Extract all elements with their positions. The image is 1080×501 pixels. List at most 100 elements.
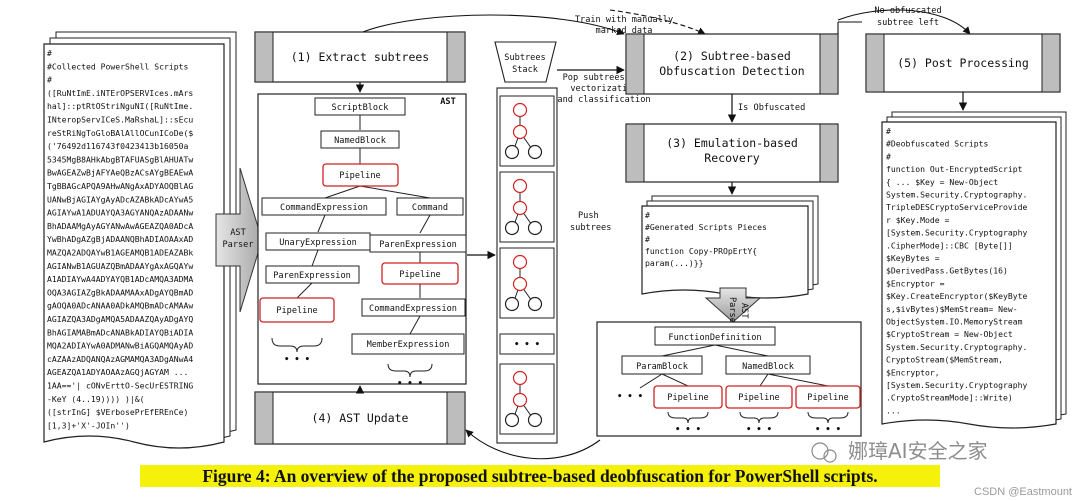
deobfuscated-script-line: System.Security.Cryptography. xyxy=(886,190,1027,200)
generated-pieces-doc: ##Generated Scripts Pieces#function Copy… xyxy=(641,195,819,299)
ast-panel: AST ScriptBlock NamedBlock Pipeline Comm… xyxy=(257,93,467,389)
ast-parser-label-1: AST xyxy=(230,228,246,238)
stack-items xyxy=(499,95,555,435)
ast-parser-arrow-2: AST Parser xyxy=(704,287,762,328)
collected-script-line: ('76492d116743f0423413b16050a xyxy=(47,141,188,151)
collected-script-line: ([strInG] $VErbosePrEfEREnCe) xyxy=(47,407,188,417)
collected-script-line: 5345MgB8AHkAbgBTAFUASgBlAHUATw xyxy=(47,154,193,164)
deobfuscated-script-line: s,$ivBytes)$MemStream= New- xyxy=(886,304,1018,314)
subtree-node xyxy=(512,276,528,292)
collected-script-line: BhAGIAMABmADcANABkADIAYQBiADIA xyxy=(47,327,193,337)
ast-parser-label-2: Parser xyxy=(222,240,253,250)
deobfuscated-script-line: .CryptoStreamMode]::Write) xyxy=(886,393,1013,403)
train-label-1: Train with manually xyxy=(575,15,673,25)
deobfuscated-script-line: $Key.CreateEncryptor($KeyByte xyxy=(886,291,1027,301)
stage-emulation-title-2: Recovery xyxy=(704,151,759,165)
collected-script-line: #Collected PowerShell Scripts xyxy=(47,61,188,71)
subtree-node xyxy=(527,220,543,236)
deobfuscated-script-line: r $Key.Mode = xyxy=(886,215,949,225)
collected-script-line: OQA3AGIAZgBkADAAMAAxADgAYQBmAD xyxy=(47,287,193,297)
collected-script-line: A1ADIAYwA4ADYAYQB1ADcAMQA3ADMA xyxy=(47,274,193,284)
collected-script-line: INteropServICeS.MaRshaL]::sEcu xyxy=(47,115,193,125)
stack-label-2: Stack xyxy=(512,65,539,75)
stage-ast-update: (4) AST Update xyxy=(254,391,466,445)
no-obf-label-1: No obfuscated xyxy=(874,6,941,16)
pop-label-1: Pop subtrees for xyxy=(563,73,646,83)
deobfuscated-scripts-doc: ##Deobfuscated Scripts#function Out-Encr… xyxy=(881,111,1067,429)
deobfuscated-scripts-text: ##Deobfuscated Scripts#function Out-Encr… xyxy=(886,126,1027,415)
generated-pieces-text: ##Generated Scripts Pieces#function Copy… xyxy=(645,210,767,268)
pop-label-2: vectorization xyxy=(570,84,637,94)
ast-node-command-expression-2: CommandExpression xyxy=(369,304,457,314)
subtree-node xyxy=(504,412,520,428)
stage-extract-subtrees: (1) Extract subtrees xyxy=(254,31,466,83)
stage-detection-title-1: (2) Subtree-based xyxy=(673,49,791,63)
gen-node-function-definition: FunctionDefinition xyxy=(668,333,761,343)
collected-script-line: hal]::ptRtOStriNguNI([RuNtIme. xyxy=(47,101,193,111)
ast-parser2-label-2: Parser xyxy=(727,297,737,328)
collected-script-line: 1AA=='| cONvErttO-SecUrESTRING xyxy=(47,381,193,391)
collected-script-line: AGIANwB1AGUAZQBmADAAYgAxAGQAYw xyxy=(47,261,193,271)
deobfuscated-script-line: CryptoStream($MemStream, xyxy=(886,355,1003,365)
collected-script-line: AGIAYwA1ADUAYQA3AGYANQAzADAANw xyxy=(47,208,193,218)
deobfuscated-script-line: $DerivedPass.GetBytes(16) xyxy=(886,266,1008,276)
generated-piece-line: # xyxy=(645,210,650,220)
stage-post-processing: (5) Post Processing xyxy=(865,33,1061,93)
stage-emulation-recovery: (3) Emulation-based Recovery xyxy=(625,123,839,183)
stacked-subtree-icon xyxy=(499,363,555,435)
subtrees-stack: Subtrees Stack • • • xyxy=(494,41,558,444)
collected-script-line: MQA2ADIAYwA0ADMANwBiAGQAMQAyAD xyxy=(47,341,193,351)
is-obfuscated-label: Is Obfuscated xyxy=(738,103,805,113)
deobfuscated-script-line: $Encryptor, xyxy=(886,367,940,377)
collected-script-line: [1,3]+'X'-JOIn'') xyxy=(47,420,130,430)
ast-node-command: Command xyxy=(412,203,448,213)
ast-parser2-label-1: AST xyxy=(739,303,749,319)
gen-dots-3: • • • xyxy=(815,425,841,435)
deobfuscated-script-line: $KeyBytes = xyxy=(886,253,940,263)
stacked-subtree-icon xyxy=(499,171,555,243)
collected-script-line: cAZAAzADQANQAzAGMAMQA3ADgANwA4 xyxy=(47,354,193,364)
ast-dots-right: • • • xyxy=(397,379,423,389)
deobfuscated-script-line: ... xyxy=(886,405,901,415)
stage-detection-title-2: Obfuscation Detection xyxy=(659,64,804,78)
no-obf-label-2: subtree left xyxy=(877,18,939,28)
subtree-node xyxy=(512,200,528,216)
generated-piece-line: param(...)}} xyxy=(645,258,703,268)
collected-script-line: MAZQA2ADQAYwB1AGEAMQB1ADEAZABk xyxy=(47,248,193,258)
stacked-subtree-icon xyxy=(499,95,555,167)
subtree-node xyxy=(512,102,528,118)
deobfuscated-script-line: # xyxy=(886,151,891,161)
deobfuscated-script-line: System.Security.Cryptography. xyxy=(886,342,1027,352)
subtree-node xyxy=(504,296,520,312)
collected-scripts-doc: ##Collected PowerShell Scripts#([RuNtImE… xyxy=(43,31,237,449)
subtree-node xyxy=(512,254,528,270)
ast-node-unary-expression: UnaryExpression xyxy=(279,238,357,248)
ast-node-namedblock: NamedBlock xyxy=(334,136,387,146)
push-label-2: subtrees xyxy=(570,223,611,233)
generated-ast-panel: FunctionDefinition ParamBlock NamedBlock… xyxy=(596,321,862,437)
wechat-watermark: 娜璋AI安全之家 xyxy=(811,439,988,463)
pop-label-3: and classification xyxy=(557,95,650,105)
gen-dots-left: • • • xyxy=(617,392,643,402)
gen-node-param-block: ParamBlock xyxy=(636,362,689,372)
ast-node-paren-expression-right: ParenExpression xyxy=(379,240,457,250)
stage-post-title: (5) Post Processing xyxy=(897,56,1029,70)
stack-dots: • • • xyxy=(514,340,540,350)
stage-extract-title: (1) Extract subtrees xyxy=(291,50,429,64)
wechat-watermark-text: 娜璋AI安全之家 xyxy=(848,439,988,463)
stacked-subtree-icon xyxy=(499,247,555,319)
stage-obfuscation-detection: (2) Subtree-based Obfuscation Detection xyxy=(625,33,839,95)
stage-ast-update-title: (4) AST Update xyxy=(312,411,409,425)
gen-dots-2: • • • xyxy=(746,425,772,435)
subtree-node xyxy=(512,124,528,140)
stage-emulation-title-1: (3) Emulation-based xyxy=(666,136,798,150)
push-label-1: Push xyxy=(578,211,599,221)
collected-script-line: # xyxy=(47,48,52,58)
subtree-node xyxy=(527,412,543,428)
subtree-node xyxy=(512,178,528,194)
subtree-node xyxy=(504,144,520,160)
deobfuscated-script-line: function Out-EncryptedScript xyxy=(886,164,1023,174)
ast-node-pipeline-right: Pipeline xyxy=(399,270,440,280)
collected-script-line: BhADAAMgAyAGYANwAwAGEAZQA0ADcA xyxy=(47,221,193,231)
deobfuscated-script-line: TripleDESCryptoServiceProvide xyxy=(886,202,1027,212)
